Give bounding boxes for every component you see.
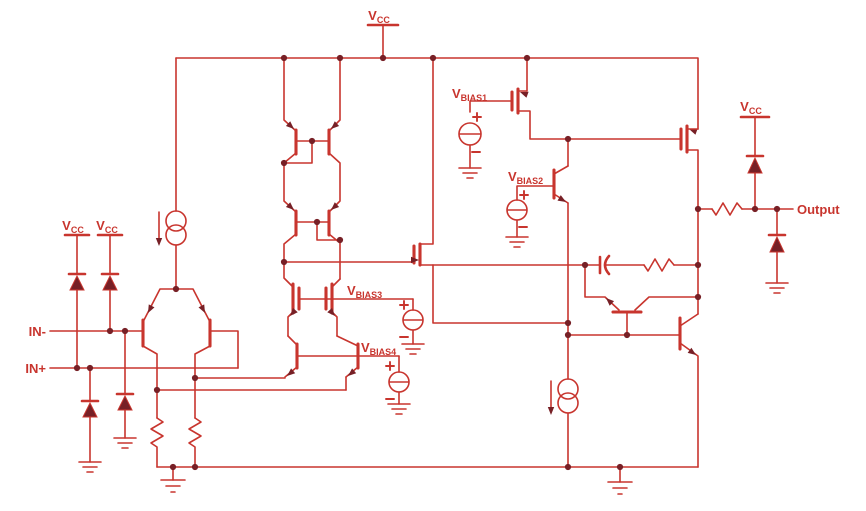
top-supply-rail: [175, 23, 699, 130]
in-minus-label: IN-: [29, 324, 46, 339]
vbias3-label: VBIAS3: [347, 283, 382, 300]
diode-inminus-gnd: [117, 394, 133, 411]
output-clamp-diodes: VCC: [739, 99, 789, 294]
ground-symbol: [78, 461, 102, 473]
ground-symbols: [78, 437, 633, 495]
cap-plate-curved: [603, 254, 611, 276]
ground-symbol: [505, 236, 529, 248]
output-pmos: [679, 124, 699, 210]
vbias1-stage: VBIAS1: [452, 57, 569, 179]
ground-symbol: [160, 479, 186, 493]
diode-inminus-vcc: [102, 274, 118, 291]
resistor-left: [150, 417, 164, 468]
plus-sign: [385, 361, 395, 371]
diode-inplus-vcc: [69, 274, 85, 291]
vbias3-source: VBIAS3: [347, 283, 425, 355]
tail-current-source: [155, 57, 187, 290]
vcc-right-text: VCC: [740, 99, 762, 116]
second-stage-mosfet: [283, 57, 434, 267]
vcc-top-label: VCC: [368, 8, 390, 25]
in-plus-label: IN+: [25, 361, 46, 376]
ground-symbol: [458, 167, 482, 179]
ground-symbol: [113, 437, 137, 449]
resistor-right: [188, 417, 202, 468]
second-current-source: [547, 378, 579, 468]
vcc-left2-text: VCC: [96, 218, 118, 235]
comp-resistor: [643, 258, 675, 272]
vbias2-stage: VBIAS2: [505, 138, 569, 380]
vbias4-source: VBIAS4: [361, 340, 411, 415]
compensation-network: [432, 254, 699, 324]
ground-symbol: [607, 481, 633, 495]
plus-sign: [519, 190, 529, 200]
input-pins: IN- IN+: [25, 324, 239, 376]
junction-dots: [73, 54, 781, 471]
output-resistor: [711, 202, 743, 216]
ground-symbol: [401, 343, 425, 355]
vbias1-label: VBIAS1: [452, 86, 487, 103]
output-label: Output: [797, 202, 840, 217]
diode-output-gnd: [769, 235, 785, 253]
right-base-wrap: [210, 330, 239, 369]
plus-sign: [399, 300, 409, 310]
input-diff-pair: [141, 288, 347, 419]
bottom-ground-rail: [156, 466, 699, 483]
input-clamp-diodes: VCC VCC: [62, 218, 135, 463]
cascode-stage: [283, 261, 414, 378]
ground-symbol: [387, 403, 411, 415]
plus-sign: [472, 112, 482, 122]
diode-inplus-gnd: [82, 401, 98, 418]
diode-output-vcc: [747, 156, 763, 174]
current-mirror-load: [283, 57, 341, 280]
vcc-left1-text: VCC: [62, 218, 84, 235]
output-stage: Output: [567, 202, 840, 468]
source-return-wire: [432, 264, 569, 324]
ground-symbol: [765, 282, 789, 294]
vbias2-label: VBIAS2: [508, 169, 543, 186]
vbias4-label: VBIAS4: [361, 340, 396, 357]
load-resistors: [150, 417, 202, 468]
vcc-top-text: VCC: [368, 8, 390, 25]
